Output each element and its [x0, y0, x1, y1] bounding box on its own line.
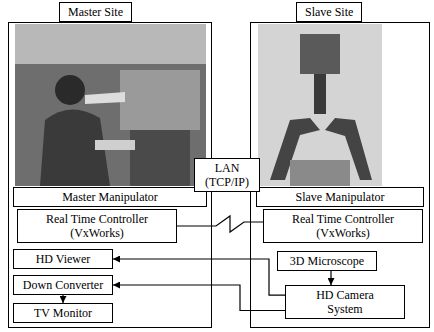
site-heading: Slave Site — [296, 2, 362, 22]
device-box: HD Viewer — [13, 249, 113, 269]
robot-base — [290, 160, 350, 186]
master-photo — [15, 24, 206, 186]
box-label: Slave Manipulator — [261, 190, 419, 204]
device-box: Down Converter — [13, 275, 113, 295]
box-label: Down Converter — [18, 278, 108, 292]
handle-shape — [95, 140, 135, 150]
photo-ground — [258, 24, 382, 186]
microscope-tube — [314, 74, 326, 114]
box-label: HD Camera System — [309, 288, 381, 316]
signal-arrow — [113, 285, 285, 311]
box-label: 3D Microscope — [282, 254, 372, 268]
device-box: TV Monitor — [13, 303, 113, 323]
site-panel: Slave SiteSlave ManipulatorReal Time Con… — [250, 22, 430, 328]
console-shape — [120, 70, 200, 130]
photo-wall — [15, 24, 206, 64]
signal-arrow — [330, 271, 331, 285]
device-box: Slave Manipulator — [256, 187, 424, 207]
device-box: HD Camera System — [285, 285, 405, 319]
controller-box: Real Time Controller (VxWorks) — [263, 209, 423, 243]
viewer-shape — [85, 92, 125, 104]
box-label: HD Viewer — [18, 252, 108, 266]
site-heading: Master Site — [59, 2, 132, 22]
site-panel: Master SiteMaster ManipulatorReal Time C… — [8, 22, 212, 328]
slave-photo — [258, 24, 382, 186]
box-label: Real Time Controller (VxWorks) — [35, 212, 160, 240]
box-label: Real Time Controller (VxWorks) — [281, 212, 406, 240]
box-label: Master Manipulator — [18, 190, 202, 204]
photo-ground — [15, 24, 206, 186]
controller-box: Real Time Controller (VxWorks) — [17, 209, 177, 243]
signal-arrow — [113, 259, 285, 295]
signal-arrow — [62, 295, 63, 303]
box-label: TV Monitor — [18, 306, 108, 320]
console-base — [130, 130, 190, 186]
device-box: Master Manipulator — [13, 187, 207, 207]
network-box: LAN (TCP/IP) — [194, 158, 260, 192]
device-box: 3D Microscope — [277, 251, 377, 271]
operator-head — [55, 75, 85, 105]
microscope-head — [300, 34, 340, 74]
box-label: LAN (TCP/IP) — [199, 161, 255, 189]
